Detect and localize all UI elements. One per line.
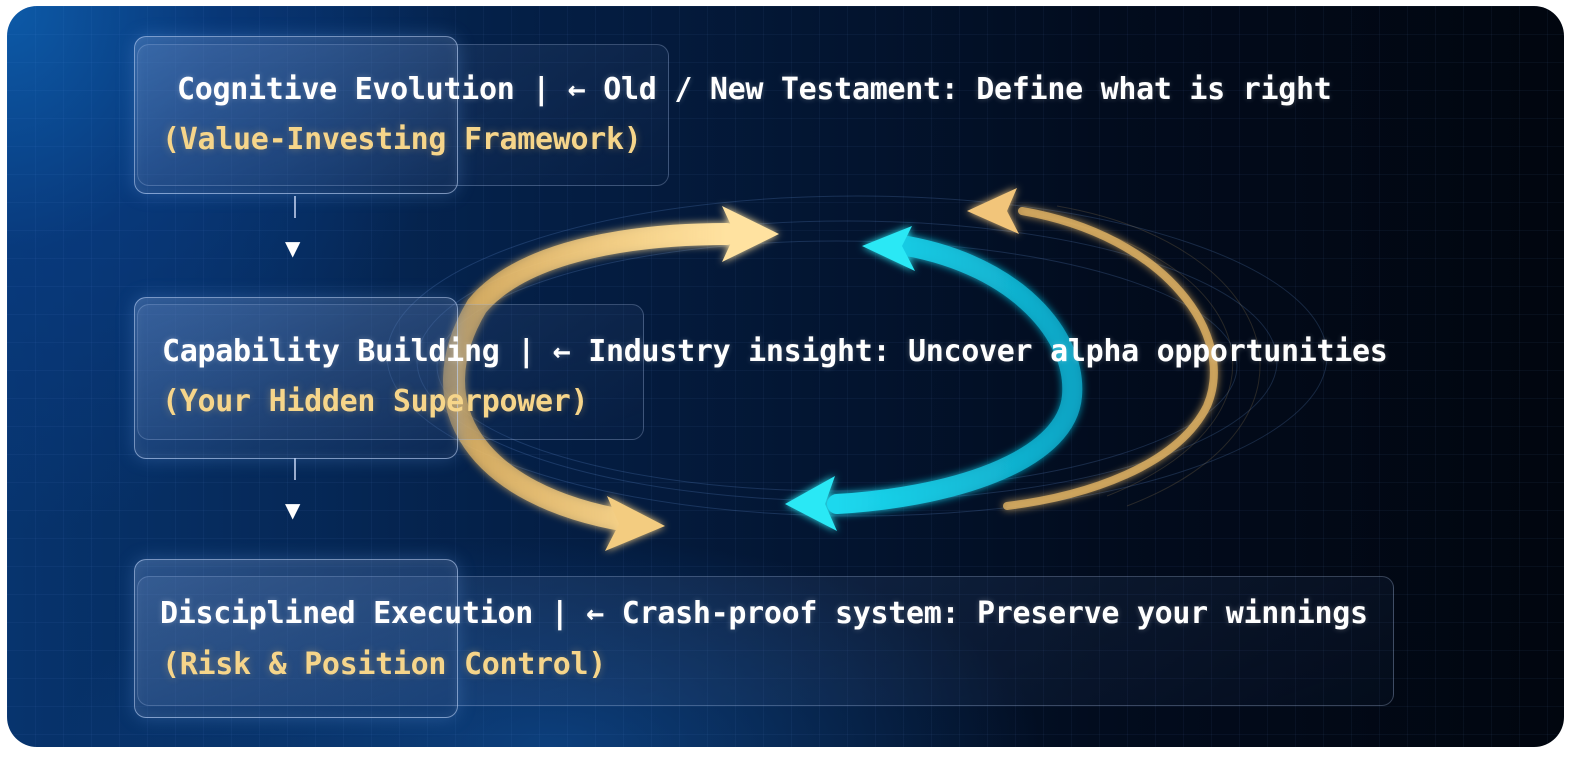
gold-return-arrow — [967, 188, 1218, 510]
background-grid — [7, 6, 1564, 747]
step-subtitle: (Risk & Position Control) — [162, 647, 607, 682]
step-title: Cognitive Evolution | ← Old / New Testam… — [177, 72, 1332, 107]
step-title: Capability Building | ← Industry insight… — [162, 334, 1388, 369]
down-arrow-icon: ▼ — [285, 498, 301, 522]
step-box — [134, 297, 458, 459]
step-title: Disciplined Execution | ← Crash-proof sy… — [160, 596, 1368, 631]
connector-line-1 — [294, 196, 296, 218]
down-arrow-icon: ▼ — [285, 236, 301, 260]
step-subtitle: (Value-Investing Framework) — [162, 122, 642, 157]
cyan-cycle-arrow — [785, 226, 1083, 531]
gold-cycle-arrow — [443, 206, 779, 551]
diagram-canvas: ▼ ▼ Cognitive Evolution | ← Old / New Te… — [7, 6, 1564, 747]
step-subtitle: (Your Hidden Superpower) — [162, 384, 589, 419]
step-box — [134, 36, 458, 194]
connector-line-2 — [294, 458, 296, 480]
cycle-loops — [386, 188, 1328, 551]
step-box — [134, 559, 458, 718]
